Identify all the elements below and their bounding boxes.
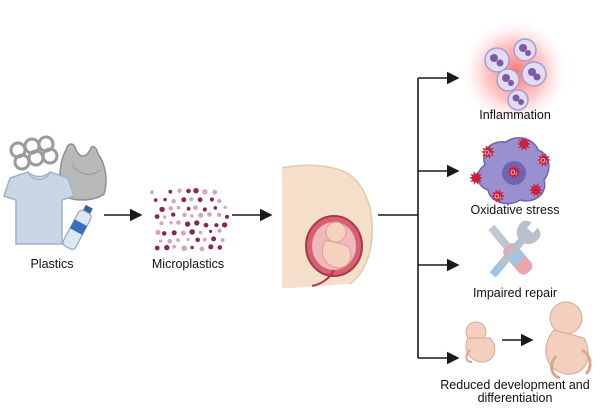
microplastic-particle [202,207,207,212]
microplastic-particle [163,197,167,202]
reduced-development-label-line2: differentiation [477,391,553,405]
svg-text:O₂: O₂ [485,151,493,157]
microplastic-particle [221,222,228,228]
svg-text:O₂: O₂ [511,171,519,177]
inflamed-cells-icon [460,17,570,127]
pregnant-fetus-icon [281,164,374,288]
microplastic-particle [159,221,164,226]
microplastic-particle [176,238,180,242]
plastic-waste-icon [3,135,107,250]
ros-burst [469,171,483,185]
microplastic-particle [207,212,212,217]
microplastic-particle [182,212,187,218]
ros-burst: O₂ [491,189,505,203]
microplastic-particle [189,229,195,235]
microplastic-particle [195,237,200,243]
microplastic-particle [154,214,160,220]
microplastic-particle [193,205,198,210]
microplastic-particle [169,221,173,225]
microplastic-particle [190,245,194,250]
microplastic-particle [209,197,214,202]
ros-burst: O₂ [507,165,521,179]
microplastic-particle [176,205,181,210]
microplastic-particle [181,245,187,252]
microplastic-particle [217,212,222,217]
microplastic-particle [172,244,177,249]
microplastic-particle [217,245,223,250]
microplastic-particle [161,231,167,236]
microplastic-particle [171,230,177,236]
impaired-repair-label: Impaired repair [472,286,558,300]
ros-cell-icon: O₂ O₂ O₂ O₂ [469,137,551,205]
microplastic-particle [198,230,203,235]
microplastic-particle [212,189,218,195]
microplastic-particle [167,238,173,244]
tools-icon [488,220,541,278]
microplastic-particle [180,230,186,236]
ros-burst [529,183,543,197]
oxidative-stress-label: Oxidative stress [470,203,560,217]
ros-burst: O₂ [537,153,551,167]
microplastic-particle [197,197,203,203]
microplastic-particle [193,188,199,194]
microplastics-label: Microplastics [151,257,225,271]
microplastic-particle [158,239,163,243]
microplastic-particle [154,245,160,251]
microplastic-particle [159,206,165,213]
microplastic-particle [168,189,173,194]
plastics-label: Plastics [30,257,74,271]
microplastic-particle [155,229,161,235]
microplastic-particle [208,244,214,250]
embryo-growth-icon [465,301,592,380]
microplastic-particle [186,188,191,194]
microplastic-particle [153,198,158,202]
microplastic-particle [224,214,230,219]
microplastic-particle [223,205,227,209]
microplastic-particle [217,198,222,204]
microplastic-particle [198,212,204,218]
microplastic-particle [162,215,167,219]
microplastic-particle [211,236,217,242]
microplastic-particle [217,228,222,233]
ros-burst [517,137,531,151]
microplastic-particle [190,214,194,218]
microplastic-particle [209,229,213,233]
microplastic-particle [177,188,182,193]
microplastic-particle [194,220,200,226]
microplastic-particle [186,237,190,242]
microplastic-particle [220,238,225,243]
microplastic-particle [203,222,209,228]
microplastic-particle [189,197,194,202]
microplastic-particle [164,244,170,251]
microplastic-particle [171,199,176,204]
inflammation-label: Inflammation [479,108,551,122]
microplastic-particle [214,223,219,228]
svg-text:O₂: O₂ [495,195,503,201]
microplastic-particle [181,197,187,203]
reduced-development-label: Reduced development and [440,378,590,392]
microplastic-particle [199,246,205,252]
microplastic-particle [150,190,154,195]
microplastic-particle [202,189,208,195]
particles-icon [150,188,230,252]
svg-text:O₂: O₂ [541,159,549,165]
microplastic-particle [213,206,218,210]
microplastic-particle [184,221,191,227]
ros-burst: O₂ [481,145,495,159]
microplastic-particle [186,206,191,211]
microplastic-particle [202,237,207,242]
microplastic-particle [168,206,173,211]
microplastic-particle [176,220,181,225]
microplastic-particle [171,212,176,217]
